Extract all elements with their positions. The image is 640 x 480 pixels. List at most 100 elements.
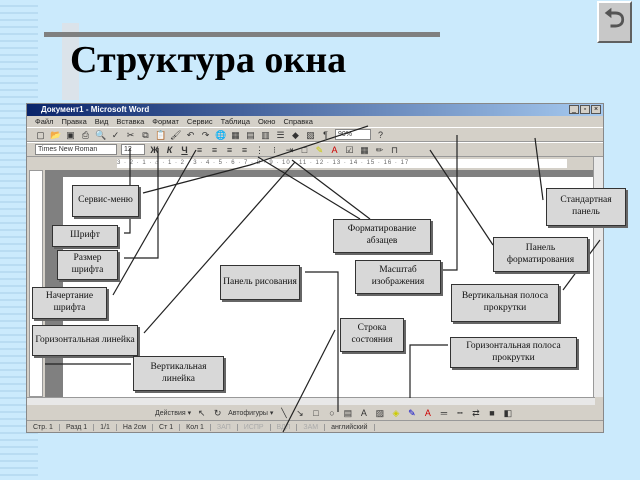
back-button[interactable]: ⮌ [597, 1, 632, 43]
restore-button[interactable]: ▫ [580, 105, 590, 114]
document-map-icon[interactable]: ▧ [306, 129, 315, 140]
minimize-button[interactable]: _ [569, 105, 579, 114]
status-col: Кол 1 [180, 423, 211, 431]
undo-icon[interactable]: ↶ [186, 129, 195, 140]
window-controls: _ ▫ × [569, 105, 601, 114]
menu-view[interactable]: Вид [94, 117, 109, 126]
slide-title: Структура окна [70, 39, 347, 81]
line-style-icon[interactable]: ═ [440, 407, 448, 418]
fill-color-icon[interactable]: ◈ [392, 407, 400, 418]
help-icon[interactable]: ? [377, 129, 383, 140]
cut-icon[interactable]: ✂ [126, 129, 135, 140]
justify-icon[interactable]: ≡ [241, 144, 248, 155]
font-color-icon[interactable]: A [331, 144, 338, 155]
shadow-icon[interactable]: ■ [489, 407, 495, 418]
format-painter-icon[interactable]: 🖌 [170, 129, 182, 140]
bold-button[interactable]: Ж [150, 144, 159, 155]
italic-button[interactable]: К [166, 144, 173, 155]
callout-hruler: Горизонтальная линейка [32, 325, 138, 356]
indent-icon[interactable]: ⇥ [285, 144, 294, 155]
checkbox-icon[interactable]: ☑ [345, 144, 354, 155]
status-section: Разд 1 [60, 423, 95, 431]
textbox-icon[interactable]: ▤ [343, 407, 353, 418]
status-trk[interactable]: ИСПР [238, 423, 271, 431]
line-color-icon[interactable]: ✎ [408, 407, 416, 418]
line-zoom [443, 135, 458, 271]
status-ovr[interactable]: ЗАМ [297, 423, 326, 431]
excel-icon[interactable]: ▥ [261, 129, 270, 140]
oval-icon[interactable]: ○ [329, 407, 335, 418]
save-icon[interactable]: ▣ [66, 129, 75, 140]
font-size-select[interactable]: 12 [121, 144, 145, 155]
hyperlink-icon[interactable]: 🌐 [215, 129, 227, 140]
3d-icon[interactable]: ◧ [503, 407, 513, 418]
ruler-scale: 3 · 2 · 1 · ⌂ · 1 · 2 · 3 · 4 · 5 · 6 · … [117, 159, 567, 168]
text-color-icon[interactable]: A [424, 407, 431, 418]
line-hscroll [409, 344, 448, 398]
show-marks-icon[interactable]: ¶ [323, 129, 328, 140]
line-statusbar [282, 329, 336, 433]
standard-toolbar: ▢ 📂 ▣ ⎙ 🔍 ✓ ✂ ⧉ 📋 🖌 ↶ ↷ 🌐 ▦ ▤ ▥ ☰ ◆ ▧ ¶ … [27, 127, 603, 142]
font-select[interactable]: Times New Roman [35, 144, 117, 155]
line-drawing [305, 271, 339, 412]
autoshapes-menu[interactable]: Автофигуры ▾ [228, 409, 274, 417]
copy-icon[interactable]: ⧉ [142, 129, 149, 140]
tables-icon[interactable]: ▦ [231, 129, 240, 140]
border-icon[interactable]: □ [301, 144, 308, 155]
menu-table[interactable]: Таблица [220, 117, 251, 126]
horizontal-ruler[interactable]: 3 · 2 · 1 · ⌂ · 1 · 2 · 3 · 4 · 5 · 6 · … [27, 157, 595, 170]
preview-icon[interactable]: 🔍 [95, 129, 107, 140]
open-icon[interactable]: 📂 [50, 129, 62, 140]
underline-button[interactable]: Ч [181, 144, 188, 155]
rotate-icon[interactable]: ↻ [213, 407, 222, 418]
menu-edit[interactable]: Правка [61, 117, 87, 126]
zoom-select[interactable]: 90% [335, 129, 371, 140]
clipart-icon[interactable]: ▨ [375, 407, 385, 418]
callout-font: Шрифт [52, 225, 118, 247]
new-icon[interactable]: ▢ [36, 129, 45, 140]
line-font [124, 148, 131, 234]
arrow-icon[interactable]: ↘ [296, 407, 304, 418]
menu-format[interactable]: Формат [152, 117, 179, 126]
drawing-icon[interactable]: ◆ [292, 129, 299, 140]
menu-file[interactable]: Файл [35, 117, 54, 126]
dash-style-icon[interactable]: ┅ [457, 407, 463, 418]
select-arrow-icon[interactable]: ↖ [197, 407, 206, 418]
highlight-icon[interactable]: ✎ [315, 144, 324, 155]
numbering-icon[interactable]: ⋮ [255, 144, 264, 155]
status-bar: Стр. 1 Разд 1 1/1 На 2см Ст 1 Кол 1 ЗАП … [27, 420, 603, 433]
insert-table-icon[interactable]: ▤ [246, 129, 255, 140]
status-pages: 1/1 [94, 423, 117, 431]
paste-icon[interactable]: 📋 [155, 129, 167, 140]
status-rec[interactable]: ЗАП [211, 423, 238, 431]
menu-help[interactable]: Справка [283, 117, 313, 126]
vertical-scrollbar[interactable] [593, 157, 603, 397]
pencil-icon[interactable]: ✏ [375, 144, 384, 155]
draw-table-icon[interactable]: ⊓ [390, 144, 399, 155]
bullets-icon[interactable]: ⁝ [273, 144, 276, 155]
redo-icon[interactable]: ↷ [201, 129, 210, 140]
rectangle-icon[interactable]: □ [313, 407, 319, 418]
menu-tools[interactable]: Сервис [186, 117, 213, 126]
close-button[interactable]: × [591, 105, 601, 114]
status-line: Ст 1 [153, 423, 181, 431]
align-right-icon[interactable]: ≡ [226, 144, 233, 155]
horizontal-scrollbar[interactable] [27, 397, 595, 405]
print-icon[interactable]: ⎙ [81, 129, 90, 140]
arrow-style-icon[interactable]: ⇄ [472, 407, 480, 418]
menu-insert[interactable]: Вставка [116, 117, 145, 126]
form-icon[interactable]: ▦ [360, 144, 369, 155]
status-at: На 2см [117, 423, 154, 431]
callout-font-style: Начертание шрифта [32, 287, 107, 319]
spelling-icon[interactable]: ✓ [111, 129, 120, 140]
status-ext[interactable]: ВДЛ [271, 423, 298, 431]
actions-menu[interactable]: Действия ▾ [155, 409, 192, 417]
align-left-icon[interactable]: ≡ [196, 144, 203, 155]
align-center-icon[interactable]: ≡ [211, 144, 218, 155]
columns-icon[interactable]: ☰ [276, 129, 285, 140]
callout-standard: Стандартная панель [546, 188, 626, 226]
line-icon[interactable]: ╲ [281, 407, 287, 418]
menu-window[interactable]: Окно [258, 117, 276, 126]
line-service-menu [142, 125, 369, 194]
wordart-icon[interactable]: A [360, 407, 367, 418]
